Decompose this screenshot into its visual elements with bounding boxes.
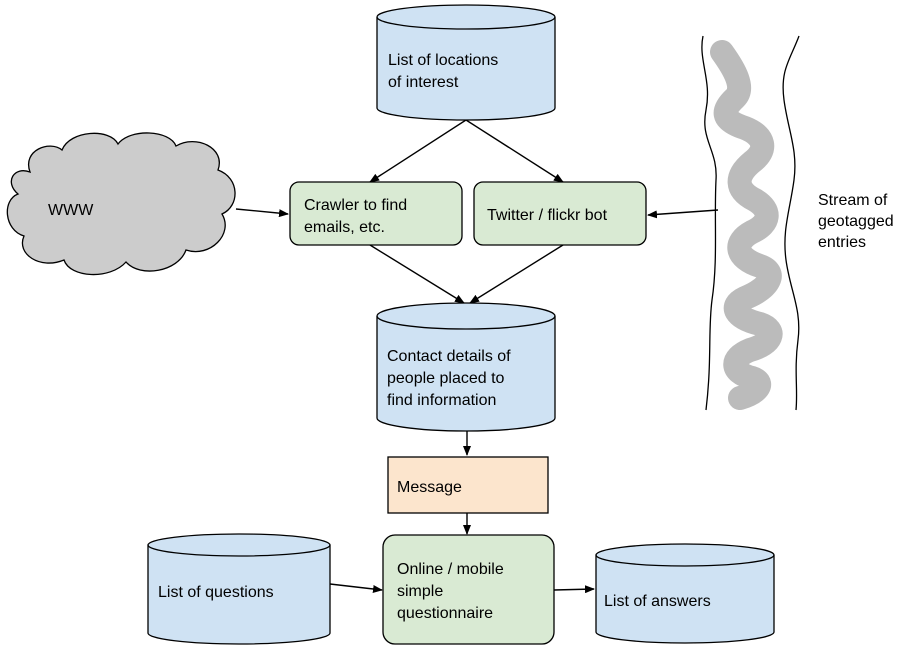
www-cloud: WWW — [6, 132, 236, 276]
contacts-label-line-2: people placed to — [387, 370, 505, 387]
questionnaire-label-line-2: simple — [397, 583, 443, 600]
stream-left-edge — [701, 35, 717, 411]
arrow-stream-to-twitter — [647, 209, 719, 219]
arrow-questionnaire-to-answers — [553, 585, 595, 594]
locations-label-line-1: List of locations — [388, 52, 498, 69]
questions-database: List of questions — [147, 533, 331, 645]
stream: Stream of geotagged entries — [701, 35, 898, 411]
svg-text:Stream of geotagged: Stream of geotagged entries — [818, 192, 898, 251]
stream-squiggle — [710, 40, 783, 410]
cloud-shape — [6, 132, 236, 276]
twitter-bot-box — [473, 181, 647, 246]
svg-text:Online / mobile simple: Online / mobile simple questionnaire — [397, 561, 508, 622]
arrow-locations-to-crawler — [369, 119, 467, 183]
svg-text:Contact details of peopl: Contact details of people placed to find… — [387, 348, 515, 409]
contacts-database: Contact details of people placed to find… — [376, 302, 556, 432]
contacts-label-line-3: find information — [387, 392, 496, 409]
arrow-www-to-crawler — [235, 208, 289, 218]
crawler-process: Crawler to find emails, etc. — [289, 181, 463, 246]
crawler-label-line-2: emails, etc. — [304, 219, 385, 236]
contacts-database-shape — [376, 302, 556, 432]
stream-right-edge — [782, 35, 800, 411]
arrow-twitter-to-contacts — [469, 244, 564, 304]
questionnaire-label-line-1: Online / mobile — [397, 561, 504, 578]
crawler-label-line-1: Crawler to find — [304, 197, 407, 214]
svg-text:List of locations of int: List of locations of interest — [388, 52, 503, 91]
crawler-box — [289, 181, 463, 246]
www-label: WWW — [48, 202, 94, 219]
questionnaire-label-line-3: questionnaire — [397, 605, 493, 622]
locations-database-shape — [376, 4, 556, 121]
twitter-bot-label: Twitter / flickr bot — [487, 207, 608, 224]
stream-label-line-1: Stream of — [818, 192, 888, 209]
questionnaire-process: Online / mobile simple questionnaire — [382, 534, 555, 645]
questionnaire-box — [382, 534, 555, 645]
message-label: Message — [397, 479, 462, 496]
stream-label-line-2: geotagged — [818, 213, 894, 230]
message-box — [387, 456, 549, 514]
contacts-label-line-1: Contact details of — [387, 348, 511, 365]
svg-text:Twitter / flickr bot: Twitter / flickr bot — [487, 207, 608, 224]
questions-database-shape — [147, 533, 331, 645]
locations-label-line-2: of interest — [388, 74, 459, 91]
connectors — [235, 119, 719, 594]
answers-database-shape — [595, 543, 775, 644]
questions-label: List of questions — [158, 584, 274, 601]
answers-database: List of answers — [595, 543, 775, 644]
svg-text:Crawler to find emails,: Crawler to find emails, etc. — [304, 197, 412, 236]
locations-database: List of locations of interest — [376, 4, 556, 121]
message-step: Message — [387, 456, 549, 514]
arrow-crawler-to-contacts — [369, 244, 465, 304]
answers-label: List of answers — [604, 593, 711, 610]
stream-label-line-3: entries — [818, 234, 866, 251]
arrow-locations-to-twitter — [465, 119, 564, 183]
arrow-questions-to-questionnaire — [329, 583, 383, 593]
twitter-bot-process: Twitter / flickr bot — [473, 181, 647, 246]
